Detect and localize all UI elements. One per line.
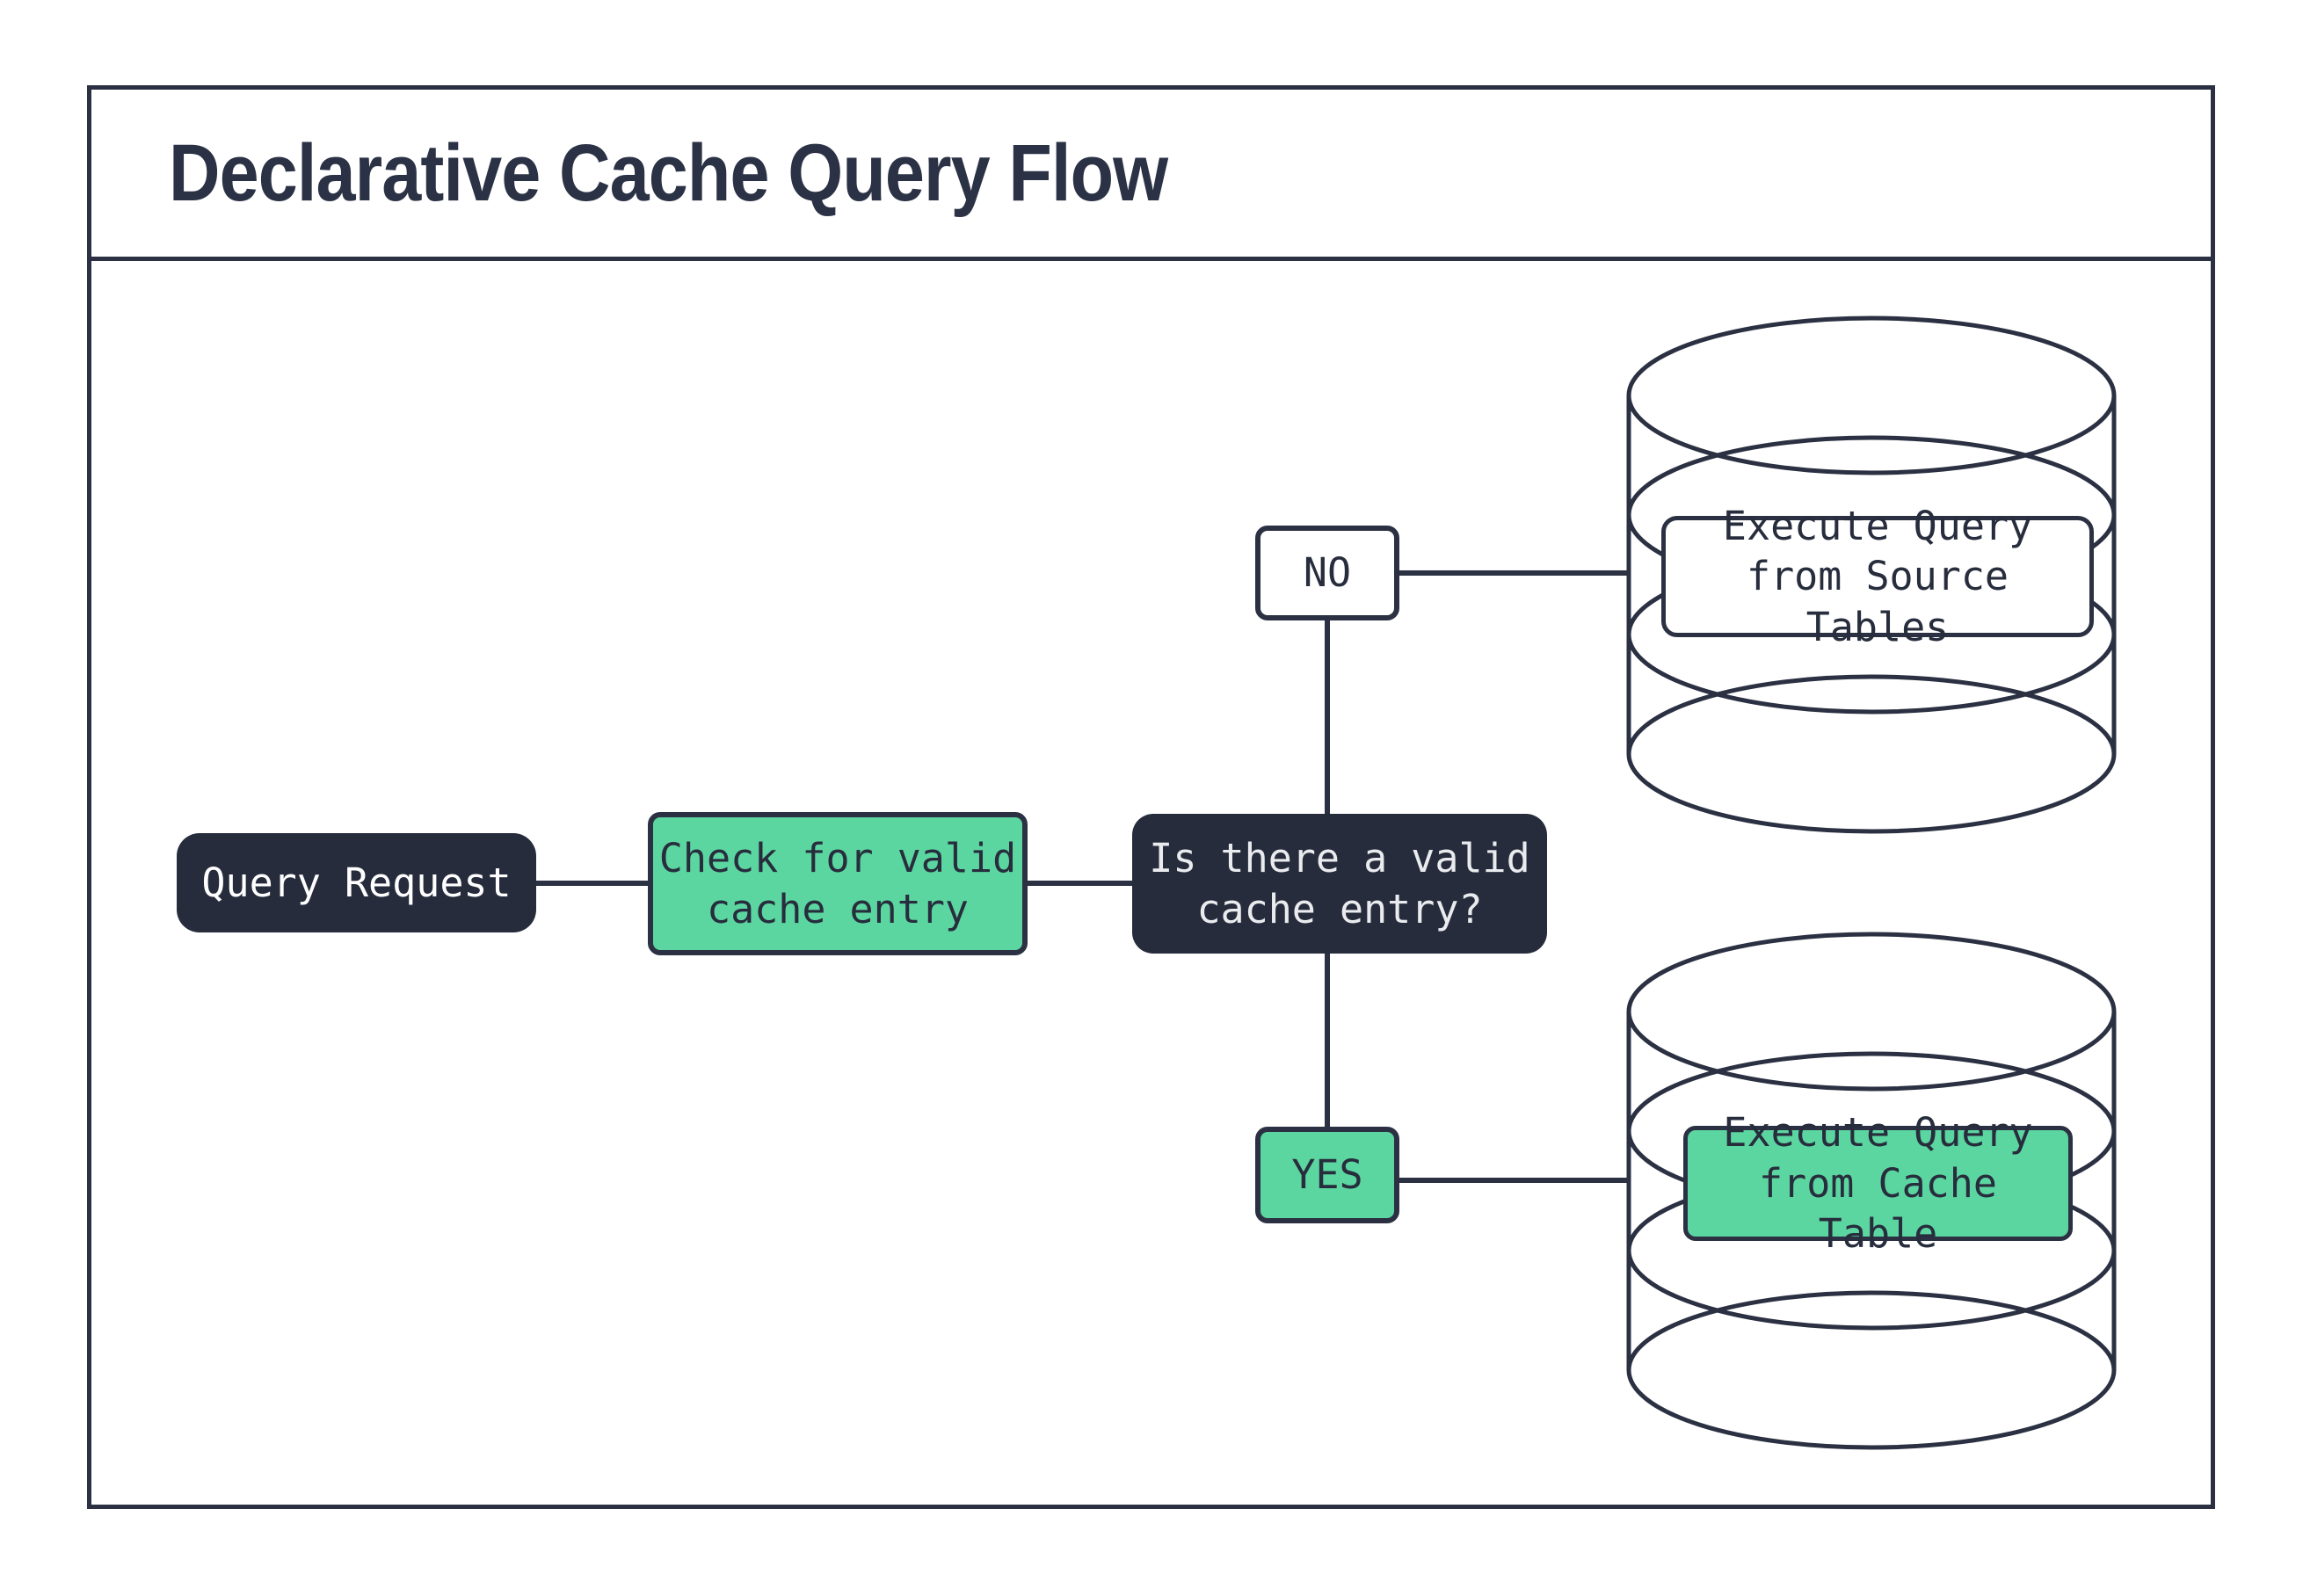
page-title: Declarative Cache Query Flow <box>169 127 1168 218</box>
check-cache-node: Check for valid cache entry <box>648 812 1028 955</box>
title-bar: Declarative Cache Query Flow <box>87 85 2215 261</box>
yes-branch-node: YES <box>1255 1127 1399 1223</box>
query-request-node: Query Request <box>177 833 536 932</box>
decision-node: Is there a valid cache entry? <box>1132 814 1547 954</box>
execute-cache-table-node: Execute Query from Cache Table <box>1683 1109 2073 1257</box>
no-branch-node: NO <box>1255 526 1399 620</box>
execute-source-tables-node: Execute Query from Source Tables <box>1661 503 2094 650</box>
source-database-cylinder-icon <box>1626 316 2117 834</box>
